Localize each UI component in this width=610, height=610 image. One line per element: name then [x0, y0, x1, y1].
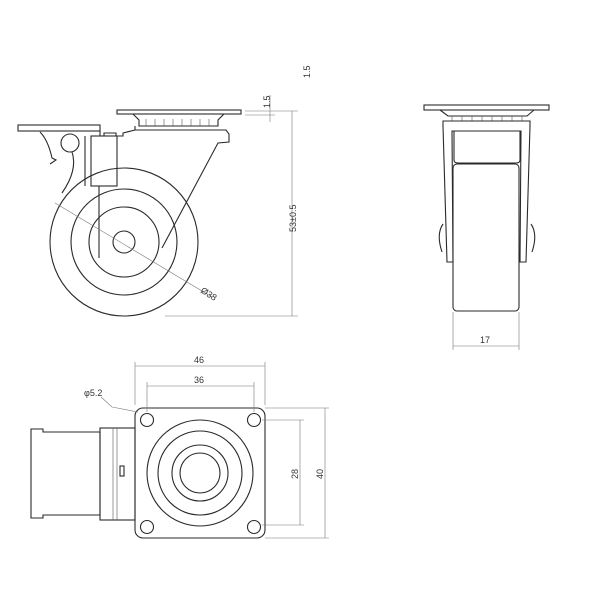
mount-hole: [139, 412, 155, 428]
wheel-diameter-leader: [54, 202, 213, 298]
front-top-plate: [423, 104, 550, 111]
wheel-diameter-label: Ø38: [199, 285, 219, 302]
side-fork-right: [134, 126, 230, 249]
front-fork: [442, 120, 531, 263]
hole-spacing-x-label: 36: [194, 375, 204, 385]
mount-hole: [139, 519, 155, 535]
side-top-plate: [116, 109, 242, 115]
side-brake-pivot: [60, 133, 80, 153]
mount-hole: [246, 519, 262, 535]
side-wheel-tread: [70, 188, 178, 296]
hole-diameter-label: φ5.2: [84, 388, 102, 398]
top-plate: [134, 407, 266, 539]
plate-height-label: 40: [315, 469, 325, 479]
side-bearing: [132, 113, 225, 127]
side-wheel-axle: [112, 230, 136, 254]
side-fork-top: [99, 129, 136, 137]
top-ring-outer: [146, 419, 254, 527]
hole-diameter-leader: [100, 396, 139, 413]
front-view: 17: [423, 104, 550, 350]
height-dimension-label: 53±0.5: [288, 205, 298, 232]
front-wheel: [452, 163, 520, 312]
top-ring-inner: [171, 444, 229, 502]
side-bearing-balls: [145, 119, 210, 126]
side-brake-housing: [90, 135, 118, 187]
top-view: 46 36 28 40 φ5.2: [30, 355, 329, 539]
plate-width-label: 46: [194, 355, 204, 365]
mount-hole: [246, 412, 262, 428]
top-fork-body: [99, 427, 136, 521]
hole-spacing-y-label: 28: [290, 469, 300, 479]
side-wheel-outer: [49, 167, 199, 317]
top-brake-pedal: [30, 428, 101, 519]
side-brake-lever: [39, 131, 86, 194]
wheel-width-label: 17: [480, 335, 490, 345]
plate-thickness-label: 1.5: [262, 95, 272, 108]
side-wheel-hub: [88, 206, 160, 278]
side-view: Ø38 53±0.5 1.5 1.5: [17, 65, 312, 317]
front-bearing: [439, 109, 535, 117]
front-axle-caps: [438, 223, 536, 253]
top-ring-middle: [157, 430, 243, 516]
top-ring-center: [179, 452, 221, 494]
top-note-label: 1.5: [302, 65, 312, 78]
front-fork-block: [453, 131, 521, 164]
side-brake-pedal: [17, 124, 101, 132]
